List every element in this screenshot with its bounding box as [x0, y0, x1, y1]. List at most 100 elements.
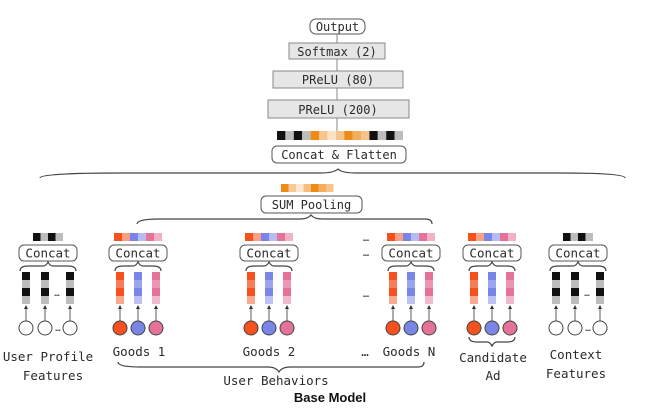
embedding-cell — [500, 233, 508, 241]
embedding-column — [567, 272, 583, 336]
feature-node — [385, 320, 401, 336]
group-brace — [468, 260, 516, 272]
concat-label: Concat — [555, 246, 600, 261]
embedding-cell — [283, 288, 291, 296]
embedding-cell — [327, 131, 336, 140]
embedding-cell — [134, 280, 142, 288]
embedding-cell — [302, 131, 311, 140]
feature-node — [466, 320, 482, 336]
goods-n-label: Goods N — [383, 344, 436, 359]
embedding-cell — [265, 272, 273, 280]
embedding-cell — [116, 280, 124, 288]
embedding-cell — [571, 280, 579, 288]
embedding-column — [18, 272, 34, 336]
context-label-line2: Features — [546, 366, 606, 381]
embedding-cell — [269, 233, 277, 241]
concat-box: Concat — [108, 244, 168, 262]
arrow-head — [136, 305, 140, 309]
feature-node — [112, 320, 128, 336]
concat-box: Concat — [462, 244, 522, 262]
embedding-cell — [506, 280, 514, 288]
embedding-cell — [596, 288, 604, 296]
feature-node — [130, 320, 146, 336]
softmax-layer: Softmax (2) — [288, 42, 386, 60]
concat-label: Concat — [388, 246, 433, 261]
ellipsis: … — [585, 324, 591, 334]
embedding-cell — [508, 233, 516, 241]
embedding-cell — [335, 131, 345, 140]
embedding-cell — [283, 296, 291, 304]
user-behaviors-brace — [117, 361, 425, 374]
feature-node — [148, 320, 164, 336]
embedding-column — [548, 272, 564, 336]
embedding-cell — [22, 296, 30, 304]
embedding-cell — [552, 280, 560, 288]
embedding-cell — [563, 233, 571, 241]
concat-box: Concat — [381, 244, 441, 262]
embedding-cell — [277, 233, 285, 241]
concat-embedding-strip — [33, 233, 63, 241]
user-profile-label-line1: User Profile — [3, 349, 93, 364]
embedding-cell — [578, 233, 586, 241]
embedding-cell — [389, 280, 397, 288]
embedding-cell — [484, 233, 492, 241]
feature-node — [243, 320, 259, 336]
arrow-head — [573, 305, 577, 309]
feature-node — [37, 320, 53, 336]
embedding-cell — [310, 131, 319, 140]
embedding-column — [130, 272, 146, 336]
embedding-cell — [116, 296, 124, 304]
embedding-cell — [407, 296, 415, 304]
embedding-cell — [245, 233, 253, 241]
arrow-head — [554, 305, 558, 309]
ellipsis: … — [363, 289, 369, 300]
embedding-cell — [570, 233, 578, 241]
embedding-cell — [470, 272, 478, 280]
output-node: Output — [309, 18, 366, 35]
goods-ellipsis-label: … — [361, 344, 369, 359]
embedding-cell — [596, 296, 604, 304]
embedding-cell — [303, 184, 311, 192]
embedding-cell — [277, 131, 286, 140]
prelu-200-layer: PReLU (200) — [267, 99, 410, 119]
concat-label: Concat — [25, 246, 70, 261]
embedding-column — [148, 272, 164, 336]
embedding-cell — [596, 272, 604, 280]
embedding-cell — [407, 272, 415, 280]
embedding-column — [592, 272, 608, 336]
embedding-cell — [427, 233, 435, 241]
embedding-cell — [122, 233, 130, 241]
embedding-column — [112, 272, 128, 336]
embedding-cell — [116, 272, 124, 280]
embedding-cell — [285, 131, 294, 140]
embedding-cell — [488, 296, 496, 304]
embedding-cell — [411, 233, 419, 241]
embedding-cell — [40, 233, 48, 241]
feature-node — [567, 320, 583, 336]
embedding-cell — [134, 296, 142, 304]
feature-node — [592, 320, 608, 336]
concat-label: Concat — [115, 246, 160, 261]
flatten-strip-cells — [277, 131, 403, 140]
embedding-cell — [22, 280, 30, 288]
softmax-label: Softmax (2) — [297, 45, 376, 59]
ellipsis: … — [363, 233, 369, 244]
prelu-80-label: PReLU (80) — [302, 73, 374, 87]
embedding-cell — [352, 131, 361, 140]
embedding-cell — [361, 131, 370, 140]
embedding-cell — [571, 272, 579, 280]
embedding-cell — [247, 296, 255, 304]
concat-embedding-strip — [468, 233, 516, 241]
feature-node — [548, 320, 564, 336]
embedding-cell — [585, 233, 593, 241]
embedding-cell — [318, 184, 326, 192]
embedding-cell — [265, 288, 273, 296]
embedding-cell — [41, 280, 49, 288]
prelu-200-label: PReLU (200) — [298, 103, 377, 117]
embedding-column — [261, 272, 277, 336]
embedding-cell — [425, 296, 433, 304]
embedding-cell — [387, 233, 395, 241]
embedding-cell — [152, 288, 160, 296]
embedding-cell — [403, 233, 411, 241]
